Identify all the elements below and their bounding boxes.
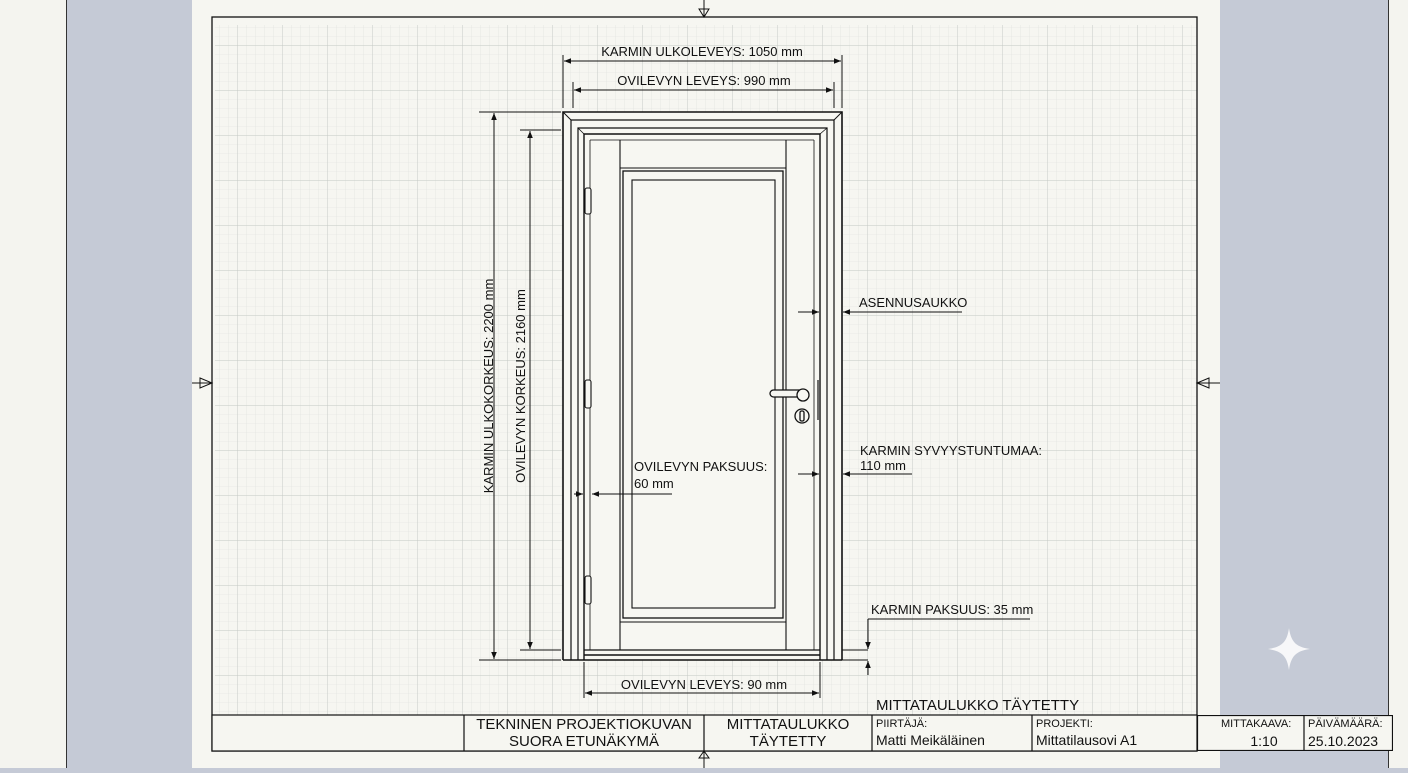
scale-label: MITTAKAAVA: [1221,718,1291,730]
date-value: 25.10.2023 [1308,733,1378,749]
project-label: PROJEKTI: [1036,718,1093,730]
dim-frame-width [562,55,843,108]
status-note: MITTATAULUKKO TÄYTETTY [876,697,1079,714]
dim-bottom-width [583,662,821,698]
date-label: PÄIVÄMÄÄRÄ: [1308,718,1383,730]
dim-frame-height-label: KARMIN ULKOKORKEUS: 2200 mm [481,279,496,494]
frame-thickness-label: KARMIN PAKSUUS: 35 mm [871,602,1033,617]
callout-frame-thickness [865,618,1030,675]
title-block-extension: MITTAKAAVA: 1:10 PÄIVÄMÄÄRÄ: 25.10.2023 [1197,715,1393,751]
status-line-2: TÄYTETTY [750,733,827,750]
drawer-label: PIIRTÄJÄ: [876,718,927,730]
dim-leaf-height-label: OVILEVYN KORKEUS: 2160 mm [513,289,528,483]
door-handle-icon [769,380,819,420]
drawing-sheet: KARMIN ULKOLEVEYS: 1050 mm OVILEVYN LEVE… [192,0,1220,768]
technical-drawing: KARMIN ULKOLEVEYS: 1050 mm OVILEVYN LEVE… [192,0,1220,768]
sparkle-icon [1268,628,1310,670]
door-elevation [562,111,868,661]
hinge-icon [584,187,592,605]
install-opening-label: ASENNUSAUKKO [859,295,967,310]
centering-marks [192,0,1220,768]
keyhole-icon [794,408,810,424]
dim-bottom-width-label: OVILEVYN LEVEYS: 90 mm [621,677,787,692]
left-margin-panel [0,0,67,768]
status-line-1: MITTATAULUKKO [727,716,850,733]
title-line-2: SUORA ETUNÄKYMÄ [509,733,659,750]
frame-projection-label: KARMIN SYVYYSTUNTUMAA: [860,443,1042,458]
drawer-value: Matti Meikäläinen [876,732,985,748]
frame-projection-value: 110 mm [860,458,906,473]
dim-frame-height [479,111,561,661]
right-margin-panel [1388,0,1408,768]
scale-value: 1:10 [1250,733,1277,749]
leaf-thickness-value: 60 mm [634,476,674,491]
title-block [211,714,1198,752]
dim-frame-width-label: KARMIN ULKOLEVEYS: 1050 mm [601,44,803,59]
dim-leaf-width-label: OVILEVYN LEVEYS: 990 mm [617,73,790,88]
title-line-1: TEKNINEN PROJEKTIOKUVAN [476,716,692,733]
project-value: Mittatilausovi A1 [1036,732,1137,748]
leaf-thickness-label: OVILEVYN PAKSUUS: [634,459,767,474]
